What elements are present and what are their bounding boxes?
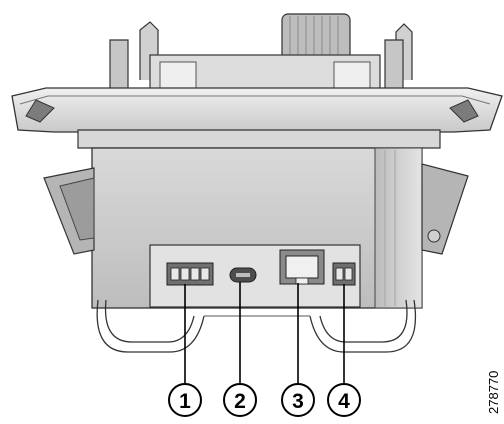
callout-4: 4 <box>327 383 361 417</box>
callout-2: 2 <box>223 383 257 417</box>
figure-id: 278770 <box>486 371 501 414</box>
top-mechanism <box>109 13 413 95</box>
right-wing <box>421 163 469 255</box>
left-wing <box>43 167 95 255</box>
power-connector <box>166 262 214 286</box>
callout-1-label: 1 <box>179 390 191 413</box>
callout-4-label: 4 <box>338 390 350 413</box>
aux-connector <box>332 262 356 286</box>
mini-usb-port <box>229 267 257 283</box>
callout-3: 3 <box>281 383 315 417</box>
top-plate <box>11 87 503 133</box>
callout-3-label: 3 <box>292 390 304 413</box>
ethernet-port <box>279 249 325 285</box>
connector-panel <box>149 244 361 308</box>
callout-1: 1 <box>168 383 202 417</box>
bottom-straps <box>96 299 417 353</box>
callout-2-label: 2 <box>234 390 246 413</box>
leader-lines <box>184 282 345 385</box>
